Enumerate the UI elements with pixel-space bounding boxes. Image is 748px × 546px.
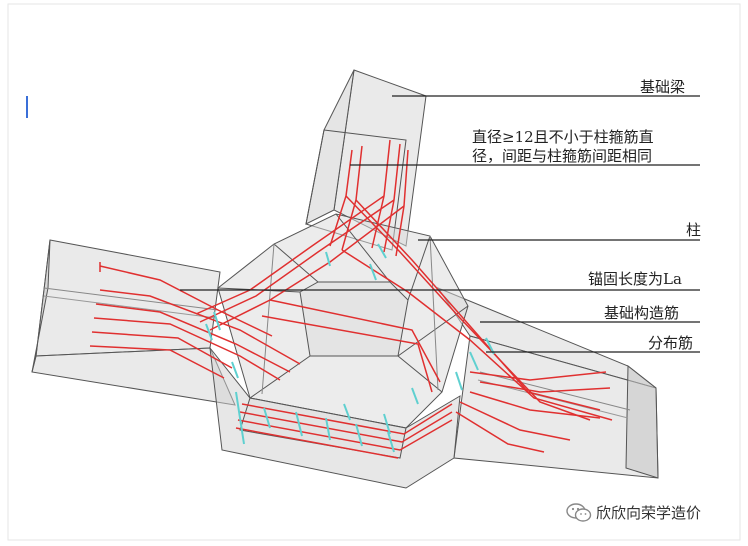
label-distribution-rebar: 分布筋 — [648, 334, 694, 352]
wechat-icon — [566, 502, 592, 522]
left-foundation-beam — [31, 239, 236, 406]
label-rebar-note-line1: 直径≥12且不小于柱箍筋直 — [472, 128, 654, 146]
rebar-main — [89, 139, 613, 459]
label-rebar-note-line2: 径，间距与柱箍筋间距相同 — [472, 147, 653, 165]
label-foundation-beam: 基础梁 — [640, 78, 686, 96]
watermark-text: 欣欣向荣学造价 — [596, 504, 702, 522]
label-anchorage: 锚固长度为La — [588, 270, 682, 288]
frame-border — [7, 3, 741, 541]
rebar-distribution — [205, 243, 495, 453]
watermark: 欣欣向荣学造价 — [566, 502, 701, 523]
label-structural-rebar: 基础构造筋 — [604, 304, 680, 322]
leader-lines — [180, 95, 700, 353]
label-column: 柱 — [686, 221, 702, 239]
